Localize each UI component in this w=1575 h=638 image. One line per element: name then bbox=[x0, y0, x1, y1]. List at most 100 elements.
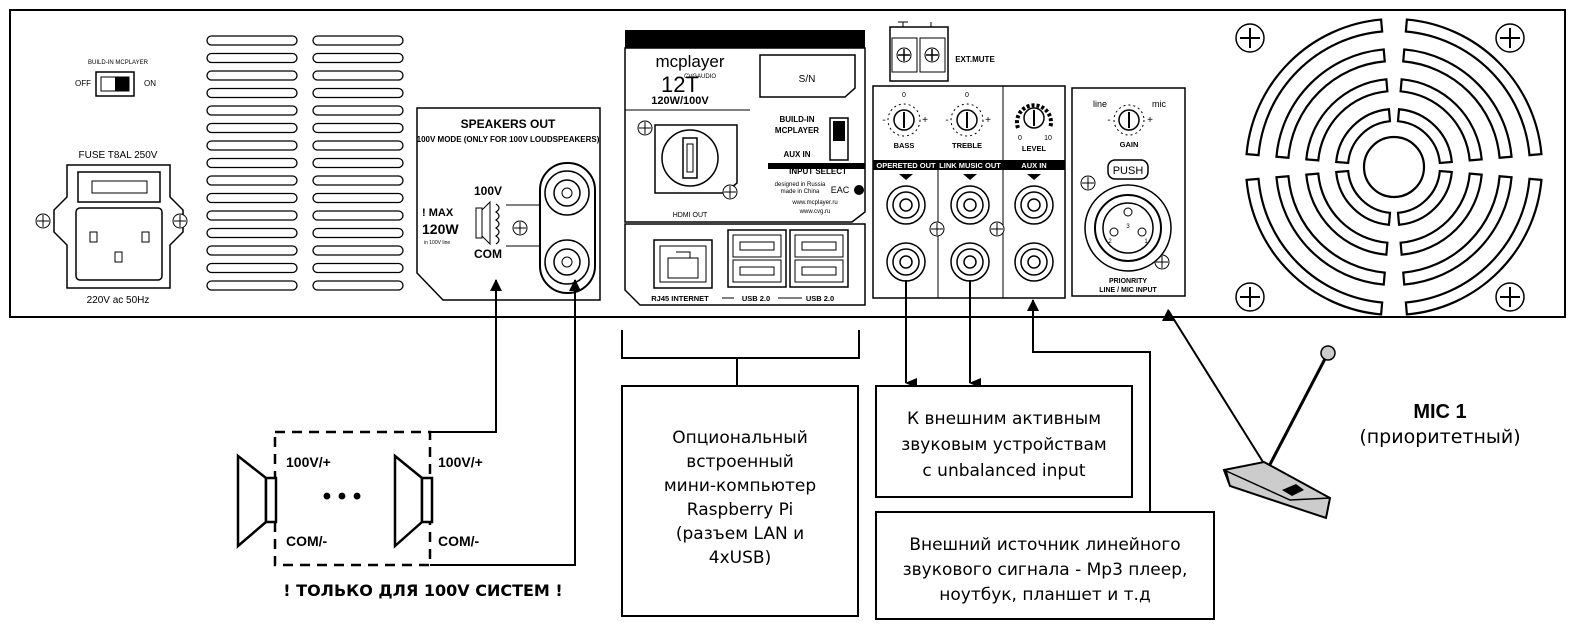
iec-power-inlet[interactable] bbox=[35, 164, 188, 289]
treble-knob[interactable]: 0 - + bbox=[945, 92, 991, 137]
rca-jack[interactable] bbox=[1014, 242, 1054, 282]
fan-grille-slot bbox=[1399, 78, 1483, 162]
switch-title: BUILD-IN MCPLAYER bbox=[88, 60, 149, 66]
max-label: ! MAX bbox=[422, 207, 454, 219]
external-out-line-1: К внешним активным bbox=[907, 409, 1101, 429]
speaker-right-icon bbox=[393, 453, 434, 549]
speaker-left-icon bbox=[236, 453, 278, 549]
power-note: in 100V line bbox=[424, 240, 450, 246]
rca-jack[interactable] bbox=[886, 185, 926, 225]
rca-jacks[interactable] bbox=[886, 185, 1054, 282]
operated-out-label: OPERETED OUT bbox=[876, 161, 936, 170]
external-in-line-3: ноутбук, планшет и т.д bbox=[939, 585, 1150, 605]
rca-jack[interactable] bbox=[950, 242, 990, 282]
fan-grille-slot bbox=[1245, 177, 1384, 316]
xlr-combo-jack[interactable]: 2 3 1 bbox=[1084, 184, 1172, 272]
made-in: made in China bbox=[781, 189, 820, 195]
speaker-left-minus: COM/- bbox=[286, 533, 328, 549]
gain-knob[interactable]: - + bbox=[1107, 104, 1153, 136]
vent-slot bbox=[206, 122, 298, 134]
fan-grille-slot bbox=[1404, 177, 1543, 316]
level-max: 10 bbox=[1044, 135, 1052, 142]
audio-io-panel: OPERETED OUT LINK MUSIC OUT AUX IN 0 - +… bbox=[872, 85, 1066, 299]
vent-slot bbox=[312, 262, 404, 274]
vent-slot bbox=[206, 35, 298, 46]
eac-mark: EAC bbox=[831, 185, 850, 195]
switch-on-label: ON bbox=[144, 79, 156, 88]
raspberry-box: Опциональный встроенный мини-компьютер R… bbox=[621, 385, 859, 617]
raspberry-line-2: встроенный bbox=[686, 452, 794, 472]
vent-slot bbox=[206, 262, 298, 274]
mic-title: MIC 1 bbox=[1413, 401, 1466, 423]
xlr-pin-2: 2 bbox=[1108, 239, 1112, 245]
rj45-port[interactable] bbox=[653, 239, 713, 289]
usb-ports-left[interactable] bbox=[727, 229, 787, 288]
mcplayer-module: mcplayer CVGAUDIO 12T 120W/100V S/N HDMI… bbox=[624, 30, 866, 306]
external-in-line-2: звукового сигнала - Mp3 плеер, bbox=[903, 560, 1188, 580]
fuse-label: FUSE T8AL 250V bbox=[79, 150, 158, 161]
rca-jack[interactable] bbox=[886, 242, 926, 282]
rca-jack[interactable] bbox=[950, 185, 990, 225]
vent-slot bbox=[312, 105, 404, 116]
bass-label: BASS bbox=[894, 141, 915, 150]
warning-100v-only: ! ТОЛЬКО ДЛЯ 100V СИСТЕМ ! bbox=[283, 581, 562, 600]
vent-slot bbox=[206, 245, 298, 256]
fan-grille-slot bbox=[1396, 108, 1453, 165]
fan-grille-slot bbox=[1275, 48, 1386, 159]
level-min: 0 bbox=[1018, 135, 1022, 142]
raspberry-line-4: Raspberry Pi bbox=[687, 500, 794, 520]
push-label: PUSH bbox=[1113, 165, 1144, 177]
fan-grille-slot bbox=[1305, 172, 1389, 256]
level-label: LEVEL bbox=[1022, 144, 1047, 153]
external-out-box: К внешним активным звуковым устройствам … bbox=[875, 385, 1133, 498]
bass-knob[interactable]: 0 - + bbox=[882, 92, 928, 137]
speakers-out-title: SPEAKERS OUT bbox=[461, 117, 556, 131]
gain-minus: - bbox=[1107, 115, 1110, 126]
com-label: COM bbox=[474, 247, 502, 261]
desk-microphone-icon bbox=[1222, 345, 1336, 520]
level-knob[interactable]: 0 10 bbox=[1015, 103, 1053, 142]
vent-slot bbox=[312, 280, 404, 291]
build-in-mcplayer-switch[interactable]: BUILD-IN MCPLAYER OFF ON bbox=[75, 60, 156, 97]
input-select-line3: AUX IN bbox=[783, 150, 810, 159]
vent-slot bbox=[312, 157, 404, 169]
push-button[interactable]: PUSH bbox=[1107, 159, 1149, 180]
hdmi-label: HDMI OUT bbox=[673, 212, 708, 219]
vent-slot bbox=[312, 52, 404, 64]
designed-in: designed in Russia bbox=[775, 182, 826, 188]
usb-label-a: USB 2.0 bbox=[742, 294, 770, 303]
bass-minus: - bbox=[882, 115, 885, 126]
vent-slot bbox=[312, 192, 404, 204]
serial-label: S/N bbox=[799, 74, 816, 85]
vent-slot bbox=[312, 35, 404, 46]
gain-label: GAIN bbox=[1120, 140, 1139, 149]
vent-slot bbox=[206, 175, 298, 186]
fan-grille-slot bbox=[1399, 172, 1483, 256]
input-select-switch[interactable] bbox=[829, 117, 849, 161]
vent-slot bbox=[312, 87, 404, 99]
gain-plus: + bbox=[1147, 115, 1153, 126]
fan-grille-slot bbox=[1402, 48, 1513, 159]
mic-label: mic bbox=[1152, 99, 1166, 109]
rca-jack[interactable] bbox=[1014, 185, 1054, 225]
speaker-left-plus: 100V/+ bbox=[286, 454, 331, 470]
priority-label-2: LINE / MIC INPUT bbox=[1099, 287, 1157, 294]
raspberry-line-1: Опциональный bbox=[672, 428, 808, 448]
xlr-pin-3: 3 bbox=[1126, 224, 1130, 230]
vent-slot bbox=[206, 210, 298, 221]
fan-grille-slot bbox=[1335, 169, 1392, 226]
usb-ports-right[interactable] bbox=[789, 229, 849, 288]
vent-slot bbox=[206, 157, 298, 169]
ext-mute-terminal[interactable] bbox=[889, 21, 949, 82]
raspberry-line-5: (разъем LAN и bbox=[676, 524, 804, 544]
switch-off-label: OFF bbox=[75, 79, 91, 88]
vent-slot bbox=[206, 140, 298, 151]
external-in-line-1: Внешний источник линейного bbox=[909, 535, 1180, 555]
vent-slot bbox=[312, 140, 404, 151]
fan-grille-slot bbox=[1275, 175, 1386, 286]
external-out-line-2: звуковым устройствам bbox=[901, 435, 1107, 455]
fan-grille-slot bbox=[1305, 78, 1389, 162]
line-label: line bbox=[1093, 99, 1107, 109]
wiring bbox=[430, 279, 1269, 566]
